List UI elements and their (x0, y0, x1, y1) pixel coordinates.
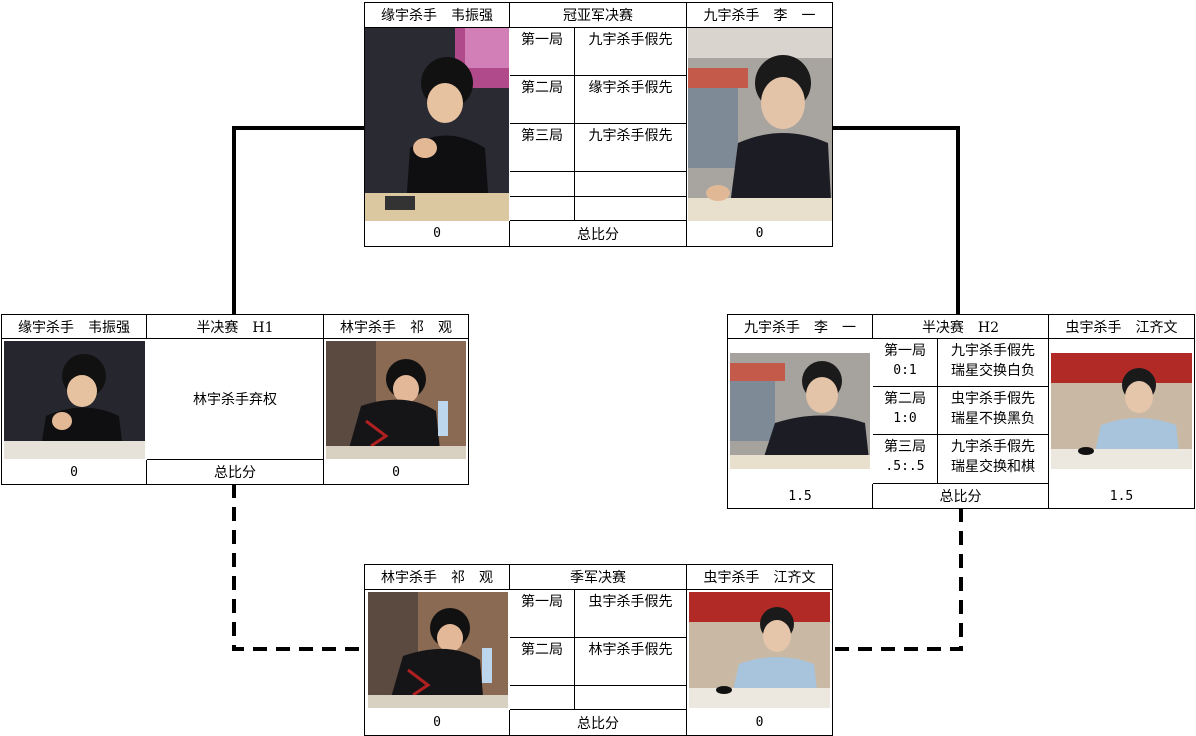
third-right-player-photo (689, 592, 830, 708)
final-game-2-result: 缘宇杀手假先 (575, 76, 687, 124)
third-game-1-label: 第一局 (510, 590, 575, 638)
semi2-game-2-result: 虫宇杀手假先 瑞星不换黑负 (938, 387, 1049, 435)
semi2-game-1-line2: 瑞星交换白负 (951, 363, 1035, 379)
semi1-left-player-photo (4, 341, 145, 459)
final-title: 冠亚军决赛 (510, 3, 687, 28)
third-match-card: 林宇杀手 祁 观 季军决赛 虫宇杀手 江齐文 第一局 虫宇杀手假先 第二局 林宇… (364, 564, 833, 736)
semi1-title: 半决赛 H1 (147, 315, 324, 339)
semi1-total-label: 总比分 (147, 460, 324, 484)
final-left-score: 0 (365, 221, 510, 246)
semi2-game-2-line2: 瑞星不换黑负 (951, 411, 1035, 427)
semi2-right-score: 1.5 (1109, 488, 1134, 504)
semi2-game-3-label: 第三局 .5:.5 (873, 435, 938, 484)
semi2-left-player-name: 九宇杀手 李 一 (728, 315, 873, 339)
third-game-2-result: 林宇杀手假先 (575, 638, 687, 686)
connector-semi1-third (232, 484, 365, 651)
semi2-game-1-label: 第一局 0:1 (873, 339, 938, 387)
semi2-title: 半决赛 H2 (873, 315, 1049, 339)
semi2-match-card: 九宇杀手 李 一 半决赛 H2 虫宇杀手 江齐文 第一局 0:1 九宇杀手假先 … (727, 314, 1195, 509)
third-empty-cell (575, 686, 687, 710)
semi2-game-3-line1: 九宇杀手假先 (951, 439, 1035, 455)
semi2-game-1-line1: 九宇杀手假先 (951, 343, 1035, 359)
semi2-game-2-name: 第二局 (884, 391, 926, 407)
semi2-game-3-line2: 瑞星交换和棋 (951, 459, 1035, 475)
final-empty-cell (510, 197, 575, 221)
semi2-game-1-name: 第一局 (884, 343, 926, 359)
third-total-label: 总比分 (510, 710, 687, 735)
semi1-right-player-name: 林宇杀手 祁 观 (324, 315, 468, 339)
semi2-game-2-score: 1:0 (893, 411, 917, 426)
semi2-game-3-result: 九宇杀手假先 瑞星交换和棋 (938, 435, 1049, 484)
final-game-3-label: 第三局 (510, 124, 575, 172)
final-empty-cell (575, 172, 687, 197)
third-left-player-photo (368, 592, 508, 708)
final-empty-cell (510, 172, 575, 197)
third-left-player-name: 林宇杀手 祁 观 (365, 565, 510, 590)
third-left-score: 0 (365, 710, 510, 735)
semi2-game-1-score: 0:1 (893, 363, 917, 378)
final-game-2-label: 第二局 (510, 76, 575, 124)
third-right-player-name: 虫宇杀手 江齐文 (687, 565, 832, 590)
semi1-left-score: 0 (2, 460, 147, 484)
semi1-left-player-name: 缘宇杀手 韦振强 (2, 315, 147, 339)
semi2-right-player-photo (1051, 353, 1192, 469)
final-game-1-label: 第一局 (510, 28, 575, 76)
semi1-forfeit-note: 林宇杀手弃权 (147, 339, 324, 460)
final-empty-cell (575, 197, 687, 221)
final-match-card: 缘宇杀手 韦振强 冠亚军决赛 九宇杀手 李 一 第一局 九宇杀手假先 第二局 缘… (364, 2, 833, 247)
final-total-label: 总比分 (510, 221, 687, 246)
final-left-player-name: 缘宇杀手 韦振强 (365, 3, 510, 28)
third-title: 季军决赛 (510, 565, 687, 590)
semi1-right-player-photo (326, 341, 466, 459)
final-left-player-photo (365, 28, 509, 221)
final-right-player-name: 九宇杀手 李 一 (687, 3, 832, 28)
third-game-1-result: 虫宇杀手假先 (575, 590, 687, 638)
semi2-game-1-result: 九宇杀手假先 瑞星交换白负 (938, 339, 1049, 387)
connector-semi1-final (232, 126, 365, 315)
semi2-left-score: 1.5 (728, 484, 873, 508)
connector-semi2-third (831, 508, 963, 651)
connector-semi2-final (831, 126, 960, 315)
semi1-right-score: 0 (392, 464, 400, 480)
third-right-score: 0 (755, 715, 764, 730)
semi2-game-3-name: 第三局 (884, 439, 926, 455)
final-game-3-result: 九宇杀手假先 (575, 124, 687, 172)
third-game-2-label: 第二局 (510, 638, 575, 686)
third-empty-cell (510, 686, 575, 710)
semi2-total-label: 总比分 (873, 484, 1049, 508)
semi2-right-player-name: 虫宇杀手 江齐文 (1049, 315, 1194, 339)
semi2-left-player-photo (730, 353, 870, 469)
semi2-game-2-line1: 虫宇杀手假先 (951, 391, 1035, 407)
final-right-player-photo (688, 28, 832, 221)
semi2-game-2-label: 第二局 1:0 (873, 387, 938, 435)
final-game-1-result: 九宇杀手假先 (575, 28, 687, 76)
semi2-game-3-score: .5:.5 (885, 459, 925, 474)
final-right-score: 0 (755, 226, 764, 241)
semi1-match-card: 缘宇杀手 韦振强 半决赛 H1 林宇杀手 祁 观 林宇杀手弃权 0 总比分 0 (1, 314, 469, 485)
